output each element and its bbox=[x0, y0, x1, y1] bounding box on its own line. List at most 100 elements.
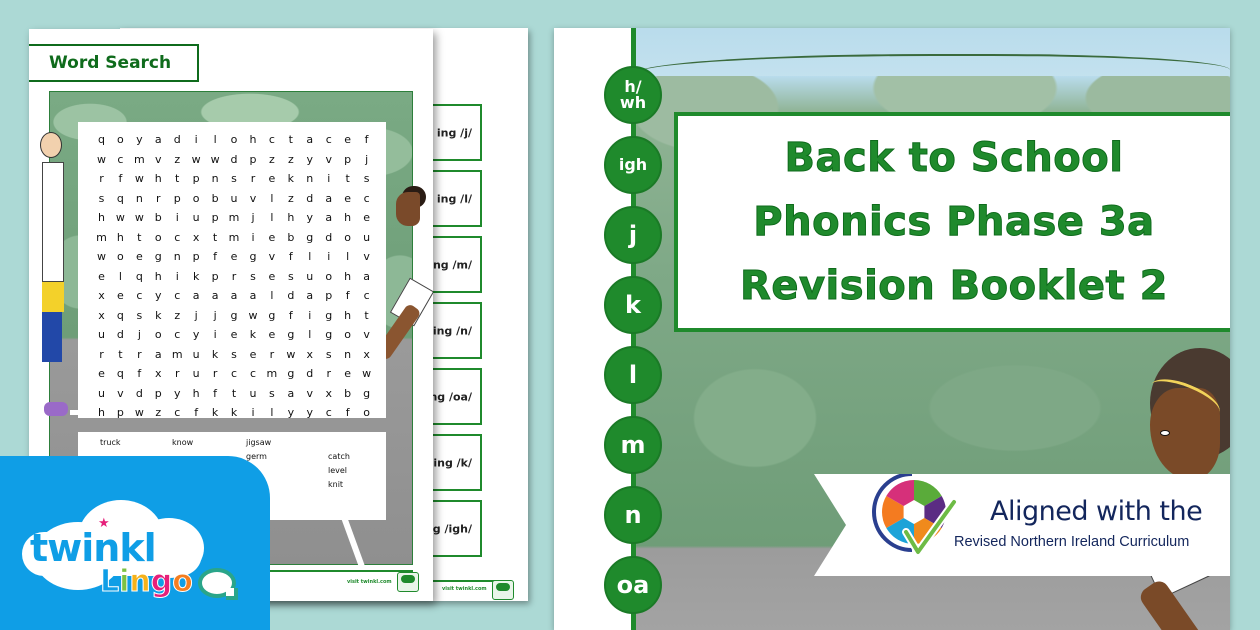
grid-letter: p bbox=[192, 172, 200, 186]
word-list-item: jigsaw bbox=[246, 438, 272, 447]
grid-letter: c bbox=[325, 406, 332, 420]
tree-outline bbox=[634, 54, 1230, 94]
grid-letter: e bbox=[268, 328, 276, 342]
grid-letter: o bbox=[192, 191, 200, 205]
grid-letter: e bbox=[98, 269, 105, 283]
grid-letter: v bbox=[363, 250, 370, 264]
grid-letter: c bbox=[363, 289, 370, 303]
grid-letter: c bbox=[174, 289, 181, 303]
grid-letter: h bbox=[344, 211, 352, 225]
grid-letter: b bbox=[287, 230, 295, 244]
grid-letter: o bbox=[117, 250, 124, 264]
grid-letter: y bbox=[306, 406, 314, 420]
grid-letter: j bbox=[213, 308, 217, 322]
word-search-title-box: Word Search bbox=[29, 44, 199, 82]
grid-letter: v bbox=[325, 152, 332, 166]
grid-letter: d bbox=[230, 152, 238, 166]
grid-letter: p bbox=[116, 406, 124, 420]
cover-title-panel: Back to School Phonics Phase 3a Revision… bbox=[674, 112, 1230, 332]
grid-letter: r bbox=[231, 269, 237, 283]
grid-letter: l bbox=[270, 211, 274, 225]
grid-letter: t bbox=[345, 172, 350, 186]
phoneme-label: k bbox=[625, 291, 641, 319]
grid-letter: w bbox=[134, 406, 144, 420]
phoneme-label: oa bbox=[616, 571, 650, 599]
grid-letter: t bbox=[212, 230, 218, 244]
word-search-title: Word Search bbox=[49, 53, 172, 73]
grid-letter: c bbox=[117, 152, 124, 166]
grid-letter: x bbox=[363, 347, 370, 361]
grid-letter: p bbox=[249, 152, 257, 166]
grid-letter: h bbox=[97, 406, 105, 420]
grid-letter: u bbox=[230, 191, 238, 205]
grid-letter: w bbox=[134, 211, 144, 225]
grid-letter: w bbox=[286, 347, 296, 361]
grid-letter: o bbox=[344, 328, 352, 342]
grid-letter: k bbox=[249, 328, 257, 342]
grid-letter: l bbox=[270, 289, 274, 303]
girl-illustration bbox=[1120, 348, 1230, 630]
grid-letter: c bbox=[174, 406, 181, 420]
grid-letter: e bbox=[344, 133, 352, 147]
grid-letter: f bbox=[288, 308, 293, 322]
grid-letter: d bbox=[325, 230, 333, 244]
grid-letter: a bbox=[363, 269, 370, 283]
grid-letter: i bbox=[308, 308, 312, 322]
grid-letter: b bbox=[154, 211, 162, 225]
grid-letter: q bbox=[116, 308, 124, 322]
phoneme-circle: j bbox=[604, 206, 662, 264]
grid-letter: u bbox=[192, 211, 200, 225]
grid-letter: x bbox=[325, 386, 332, 400]
grid-letter: h bbox=[154, 172, 162, 186]
lingo-letter: i bbox=[119, 564, 130, 600]
grid-letter: i bbox=[213, 328, 217, 342]
grid-letter: m bbox=[96, 230, 107, 244]
word-list-item: catch bbox=[328, 452, 350, 461]
grid-letter: j bbox=[137, 328, 141, 342]
grid-letter: d bbox=[116, 328, 124, 342]
grid-letter: t bbox=[231, 386, 237, 400]
grid-letter: a bbox=[325, 211, 333, 225]
grid-letter: h bbox=[192, 386, 200, 400]
grid-letter: a bbox=[211, 289, 219, 303]
grid-letter: m bbox=[228, 230, 240, 244]
grid-letter: s bbox=[269, 386, 275, 400]
lingo-letter: g bbox=[150, 564, 173, 600]
grid-letter: x bbox=[306, 347, 314, 361]
grid-letter: i bbox=[327, 172, 331, 186]
grid-letter: m bbox=[228, 211, 240, 225]
grid-letter: l bbox=[270, 191, 274, 205]
grid-letter: x bbox=[98, 289, 105, 303]
grid-letter: j bbox=[365, 152, 369, 166]
grid-letter: i bbox=[327, 250, 331, 264]
grid-letter: n bbox=[211, 172, 219, 186]
grid-letter: b bbox=[211, 191, 219, 205]
grid-letter: z bbox=[174, 152, 181, 166]
grid-letter: y bbox=[287, 406, 295, 420]
grid-letter: f bbox=[213, 250, 218, 264]
grid-letter: p bbox=[192, 250, 200, 264]
grid-letter: s bbox=[287, 269, 294, 283]
grid-letter: z bbox=[287, 152, 294, 166]
grid-letter: e bbox=[117, 289, 124, 303]
grid-letter: m bbox=[266, 367, 278, 381]
grid-letter: y bbox=[192, 328, 200, 342]
word-list-item: truck bbox=[100, 438, 121, 447]
grid-letter: g bbox=[325, 308, 333, 322]
sound-box-label: ing /oa/ bbox=[425, 390, 472, 403]
grid-letter: g bbox=[287, 367, 295, 381]
grid-letter: g bbox=[249, 250, 257, 264]
grid-letter: l bbox=[118, 269, 122, 283]
grid-letter: a bbox=[306, 289, 314, 303]
grid-letter: q bbox=[135, 269, 143, 283]
grid-letter: z bbox=[287, 191, 294, 205]
phoneme-circle: n bbox=[604, 486, 662, 544]
grid-letter: s bbox=[363, 172, 370, 186]
lingo-letter: L bbox=[99, 564, 120, 600]
